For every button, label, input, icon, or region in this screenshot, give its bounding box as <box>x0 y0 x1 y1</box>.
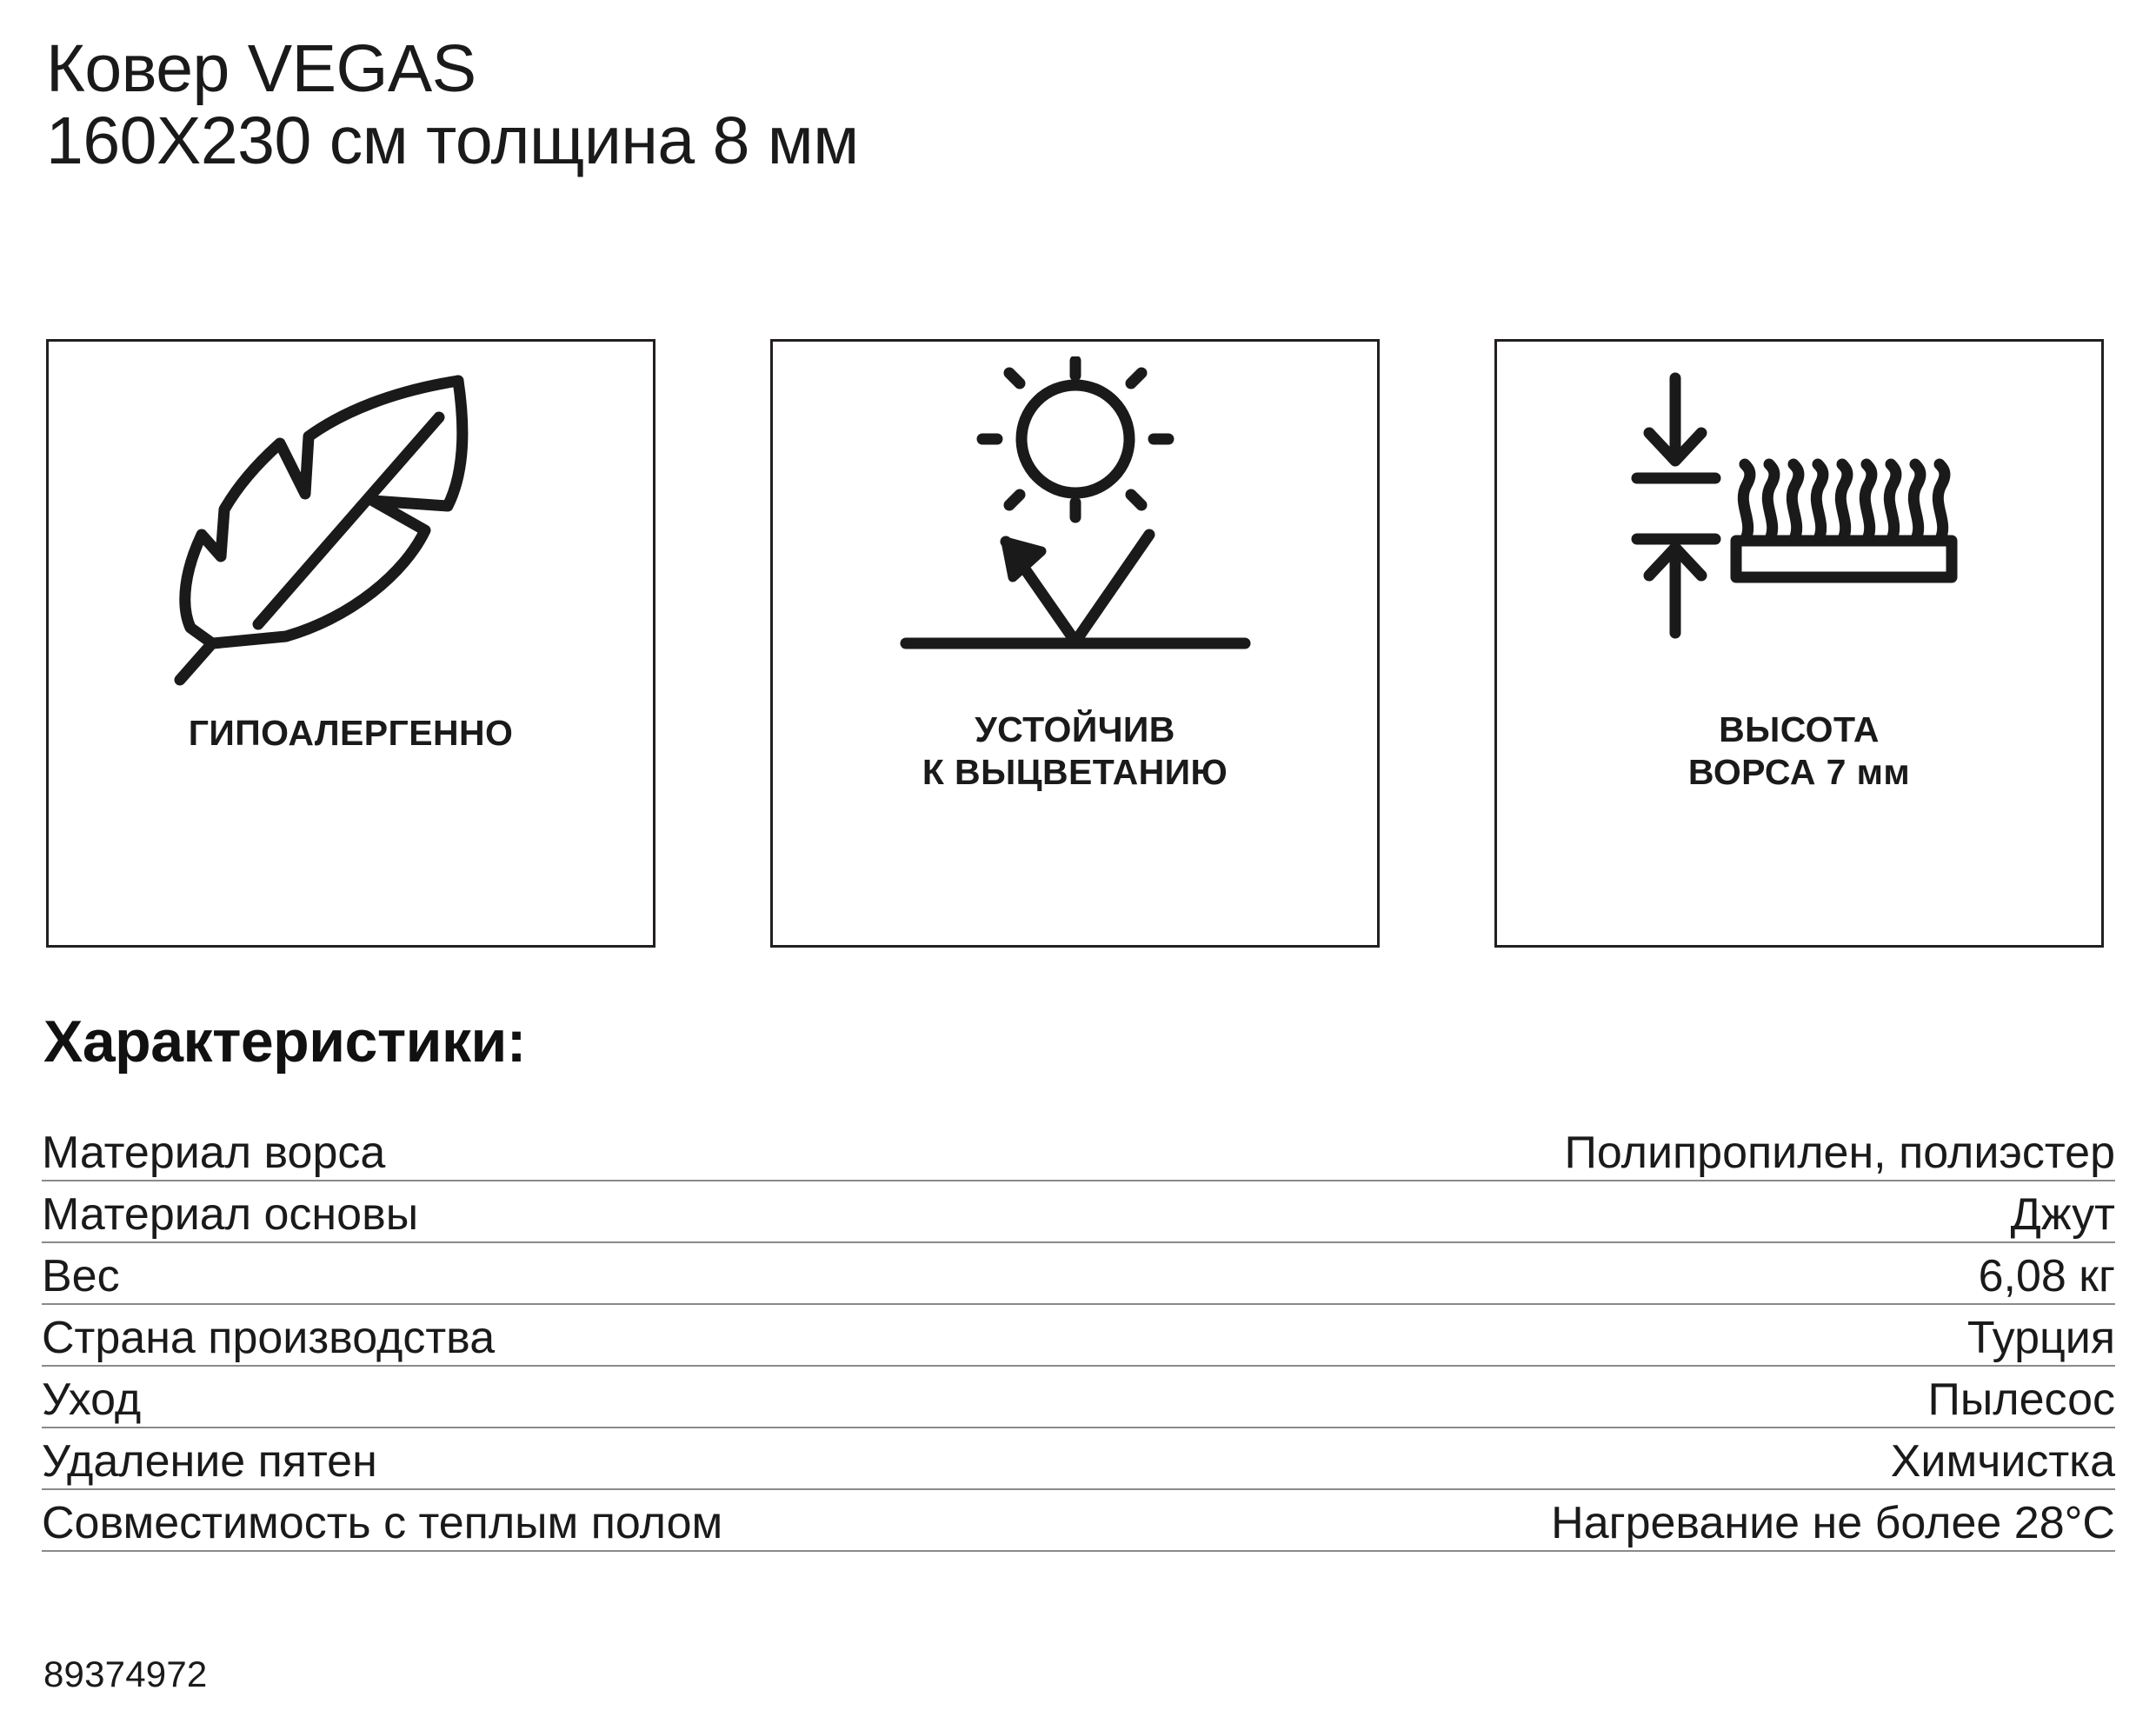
spec-value: Пылесос <box>1927 1374 2115 1425</box>
table-row: Совместимость с теплым полом Нагревание … <box>42 1490 2115 1552</box>
pile-height-icon <box>1497 342 2101 707</box>
spec-label: Материал ворса <box>42 1128 386 1178</box>
spec-value: Химчистка <box>1890 1436 2115 1487</box>
feature-badges: ГИПОАЛЕРГЕННО <box>46 339 2104 948</box>
table-row: Материал основы Джут <box>42 1181 2115 1243</box>
sku-code: 89374972 <box>43 1654 208 1694</box>
spec-label: Уход <box>42 1374 142 1425</box>
spec-value: 6,08 кг <box>1978 1251 2115 1301</box>
badge-label: ГИПОАЛЕРГЕННО <box>188 713 514 753</box>
badge-label: ВЫСОТА ВОРСА 7 мм <box>1687 709 1911 792</box>
badge-pile-height: ВЫСОТА ВОРСА 7 мм <box>1494 339 2104 948</box>
product-title-line-1: Ковер VEGAS <box>46 31 476 106</box>
badge-fade-resistant: УСТОЙЧИВ К ВЫЦВЕТАНИЮ <box>770 339 1380 948</box>
specs-heading: Характеристики: <box>43 1008 526 1075</box>
specs-table: Материал ворса Полипропилен, полиэстер М… <box>42 1120 2115 1552</box>
table-row: Страна производства Турция <box>42 1305 2115 1367</box>
table-row: Удаление пятен Химчистка <box>42 1428 2115 1490</box>
spec-label: Материал основы <box>42 1189 419 1240</box>
sun-reflect-icon <box>773 342 1377 707</box>
table-row: Вес 6,08 кг <box>42 1243 2115 1305</box>
spec-value: Турция <box>1966 1313 2115 1363</box>
spec-value: Джут <box>2010 1189 2115 1240</box>
page-title: Ковер VEGAS 160X230 см толщина 8 мм <box>46 33 2115 177</box>
spec-label: Совместимость с теплым полом <box>42 1498 723 1548</box>
spec-value: Полипропилен, полиэстер <box>1564 1128 2115 1178</box>
spec-label: Вес <box>42 1251 120 1301</box>
feather-icon <box>49 342 653 707</box>
spec-label: Удаление пятен <box>42 1436 377 1487</box>
badge-hypoallergenic: ГИПОАЛЕРГЕННО <box>46 339 655 948</box>
table-row: Материал ворса Полипропилен, полиэстер <box>42 1120 2115 1181</box>
badge-label: УСТОЙЧИВ К ВЫЦВЕТАНИЮ <box>922 709 1228 792</box>
table-row: Уход Пылесос <box>42 1367 2115 1428</box>
product-title-line-2: 160X230 см толщина 8 мм <box>46 103 859 178</box>
spec-label: Страна производства <box>42 1313 496 1363</box>
spec-value: Нагревание не более 28°C <box>1551 1498 2115 1548</box>
